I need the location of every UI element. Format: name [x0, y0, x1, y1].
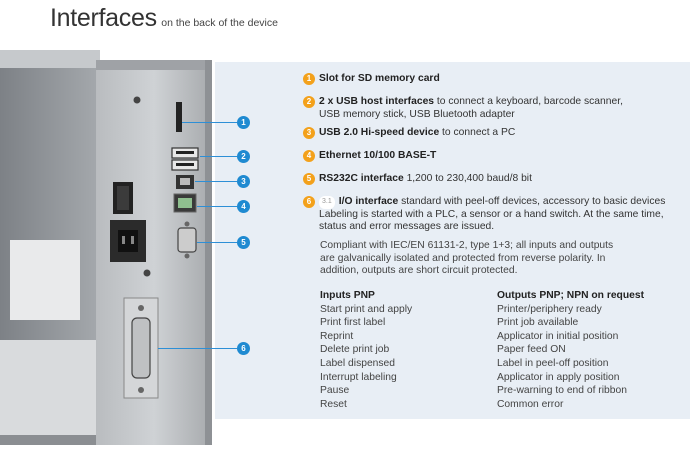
input-item: Pause [320, 385, 350, 397]
feature-number: 4 [303, 150, 315, 162]
input-item: Label dispensed [320, 357, 395, 369]
printer-back-illustration [0, 50, 212, 445]
feature-title: USB 2.0 Hi-speed device [319, 127, 440, 138]
feature-number: 5 [303, 173, 315, 185]
input-item: Reprint [320, 330, 354, 342]
marker-4: 4 [237, 200, 250, 213]
feature-text: 1,200 to 230,400 baud/8 bit [403, 173, 532, 184]
input-item: Interrupt labeling [320, 371, 397, 383]
input-item: Delete print job [320, 344, 390, 356]
marker-5: 5 [237, 236, 250, 249]
feature-title: RS232C interface [319, 173, 404, 184]
output-item: Pre-warning to end of ribbon [497, 385, 627, 397]
leader-line-4 [197, 206, 237, 207]
feature-number: 3 [303, 127, 315, 139]
outputs-column: Outputs PNP; NPN on request Printer/peri… [497, 289, 644, 411]
outputs-heading: Outputs PNP; NPN on request [497, 290, 645, 301]
feature-text: standard with peel-off devices, accessor… [319, 196, 666, 233]
leader-line-6 [158, 348, 237, 349]
feature-5: 5 RS232C interface 1,200 to 230,400 baud… [303, 173, 679, 186]
title-main: Interfaces [50, 4, 157, 32]
input-item: Print first label [320, 317, 386, 329]
page-title: Interfaces on the back of the device [50, 4, 278, 33]
feature-number: 2 [303, 96, 315, 108]
feature-1: 1 Slot for SD memory card [303, 73, 679, 86]
output-item: Label in peel-off position [497, 357, 609, 369]
marker-3: 3 [237, 175, 250, 188]
title-subtitle: on the back of the device [161, 17, 278, 29]
feature-title: I/O interface [338, 196, 399, 207]
inputs-column: Inputs PNP Start print and apply Print f… [320, 289, 412, 411]
input-item: Reset [320, 398, 347, 410]
leader-line-1 [182, 122, 237, 123]
output-item: Applicator in initial position [497, 330, 619, 342]
output-item: Print job available [497, 317, 579, 329]
feature-title: Slot for SD memory card [319, 73, 440, 84]
compliance-note: Compliant with IEC/EN 61131-2, type 1+3;… [320, 240, 614, 277]
output-item: Applicator in apply position [497, 371, 620, 383]
feature-title: 2 x USB host interfaces [319, 96, 435, 107]
feature-4: 4 Ethernet 10/100 BASE-T [303, 150, 679, 163]
feature-number: 6 [303, 196, 315, 208]
feature-2: 2 2 x USB host interfaces to connect a k… [303, 96, 639, 121]
output-item: Printer/periphery ready [497, 303, 602, 315]
leader-line-3 [195, 181, 237, 182]
output-item: Common error [497, 398, 564, 410]
section-ref-badge: 3.1 [319, 196, 335, 209]
marker-1: 1 [237, 116, 250, 129]
feature-text: to connect a keyboard, barcode scanner, … [319, 96, 623, 120]
info-panel [215, 62, 690, 419]
marker-6: 6 [237, 342, 250, 355]
feature-title: Ethernet 10/100 BASE-T [319, 150, 437, 161]
feature-number: 1 [303, 73, 315, 85]
inputs-heading: Inputs PNP [320, 290, 375, 301]
output-item: Paper feed ON [497, 344, 566, 356]
marker-2: 2 [237, 150, 250, 163]
leader-line-5 [197, 242, 237, 243]
feature-text: to connect a PC [439, 127, 516, 138]
input-item: Start print and apply [320, 303, 413, 315]
feature-3: 3 USB 2.0 Hi-speed device to connect a P… [303, 127, 679, 140]
leader-line-2 [200, 156, 237, 157]
